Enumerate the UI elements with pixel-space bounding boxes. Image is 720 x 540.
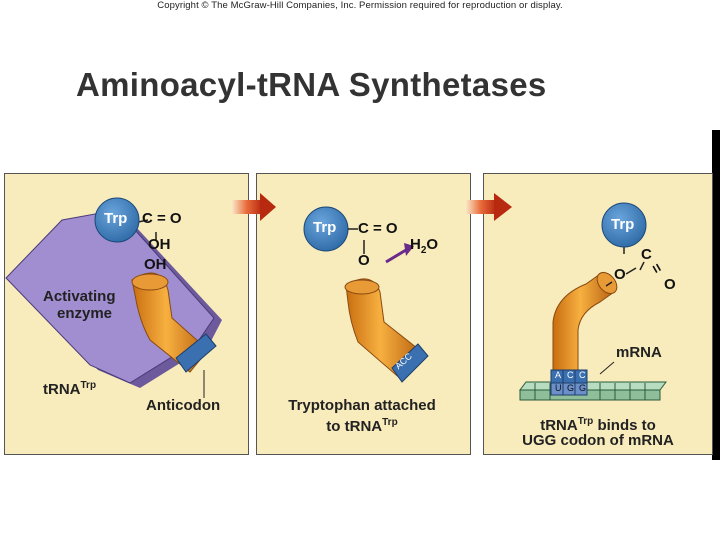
trp-ball-3 — [601, 202, 647, 287]
carbonyl-oxygen-3: O — [664, 276, 676, 293]
page-title: Aminoacyl-tRNA Synthetases — [76, 66, 547, 103]
trp-label-2: Trp — [313, 219, 337, 236]
anticodon-c2: C — [579, 370, 586, 380]
hydroxyl-label-1: OH — [148, 236, 171, 253]
hydroxyl-label-2: OH — [144, 256, 167, 273]
codon-u: U — [555, 383, 562, 393]
panel-codon-binding — [483, 173, 713, 455]
caption-3-line2: UGG codon of mRNA — [522, 432, 674, 449]
trp-label-1: Trp — [104, 210, 128, 227]
arrow-1 — [232, 193, 276, 221]
link-oxygen-3: O — [614, 266, 626, 283]
mrna-strand — [519, 361, 667, 401]
enzyme-label-line2: enzyme — [57, 305, 113, 322]
codon-g2: G — [579, 383, 587, 393]
trna-body-1 — [131, 272, 217, 398]
anticodon-c1: C — [567, 370, 574, 380]
mrna-label: mRNA — [616, 344, 662, 361]
edge-bar — [712, 130, 720, 460]
trna-body-3 — [550, 271, 618, 396]
copyright-notice: Copyright © The McGraw-Hill Companies, I… — [157, 0, 563, 11]
trp-ball-1 — [94, 197, 157, 243]
trp-label-3: Trp — [611, 216, 635, 233]
anticodon-a: A — [555, 370, 562, 380]
carbonyl-label-1: C = O — [142, 210, 182, 227]
water-arrow — [385, 243, 414, 264]
anticodon-label: Anticodon — [146, 397, 221, 414]
codon-g1: G — [567, 383, 575, 393]
caption-3-line1: tRNATrp binds to — [540, 416, 656, 434]
caption-2-line2: to tRNATrp — [326, 417, 398, 435]
oxygen-label-2: O — [358, 252, 370, 269]
carbonyl-label-2: C = O — [358, 220, 398, 237]
carbon-label-3: C — [641, 246, 652, 263]
trna-body-2 — [344, 278, 429, 383]
caption-2-line1: Tryptophan attached — [288, 397, 436, 414]
trna-label-1: tRNATrp — [43, 380, 97, 398]
trp-ball-2 — [303, 206, 365, 254]
enzyme-label-line1: Activating — [43, 288, 116, 305]
arrow-2 — [466, 193, 512, 221]
water-label: H2O — [410, 236, 439, 256]
